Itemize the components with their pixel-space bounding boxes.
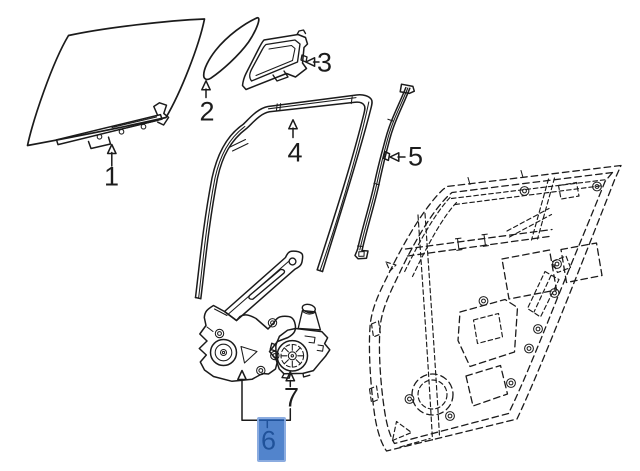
window-regulator-drawing — [198, 250, 304, 383]
part-callout-4[interactable]: 4 — [287, 137, 303, 167]
part-callout-1[interactable]: 1 — [103, 161, 120, 191]
quarter-glass-weatherstrip-drawing — [202, 16, 260, 81]
arrow-2 — [201, 80, 211, 99]
rear-run-channel-drawing — [354, 83, 416, 260]
door-bolt-rings — [404, 181, 602, 421]
selected-callout-highlight[interactable] — [257, 417, 286, 462]
part-callout-5[interactable]: 5 — [407, 141, 424, 172]
window-motor-drawing — [269, 303, 331, 379]
arrow-7 — [285, 371, 296, 388]
glass-run-channel-drawing — [194, 94, 373, 300]
arrow-1 — [106, 143, 117, 167]
arrow-4 — [288, 119, 298, 139]
part-callout-7[interactable]: 7 — [283, 382, 300, 412]
part-callout-2[interactable]: 2 — [199, 96, 215, 126]
quarter-window-assembly-drawing — [241, 29, 309, 91]
arrow-3 — [305, 57, 320, 67]
door-inner-panel-drawing — [368, 164, 622, 452]
arrow-5 — [389, 152, 406, 162]
door-glass-drawing — [26, 18, 206, 150]
part-callout-3[interactable]: 3 — [316, 47, 333, 77]
